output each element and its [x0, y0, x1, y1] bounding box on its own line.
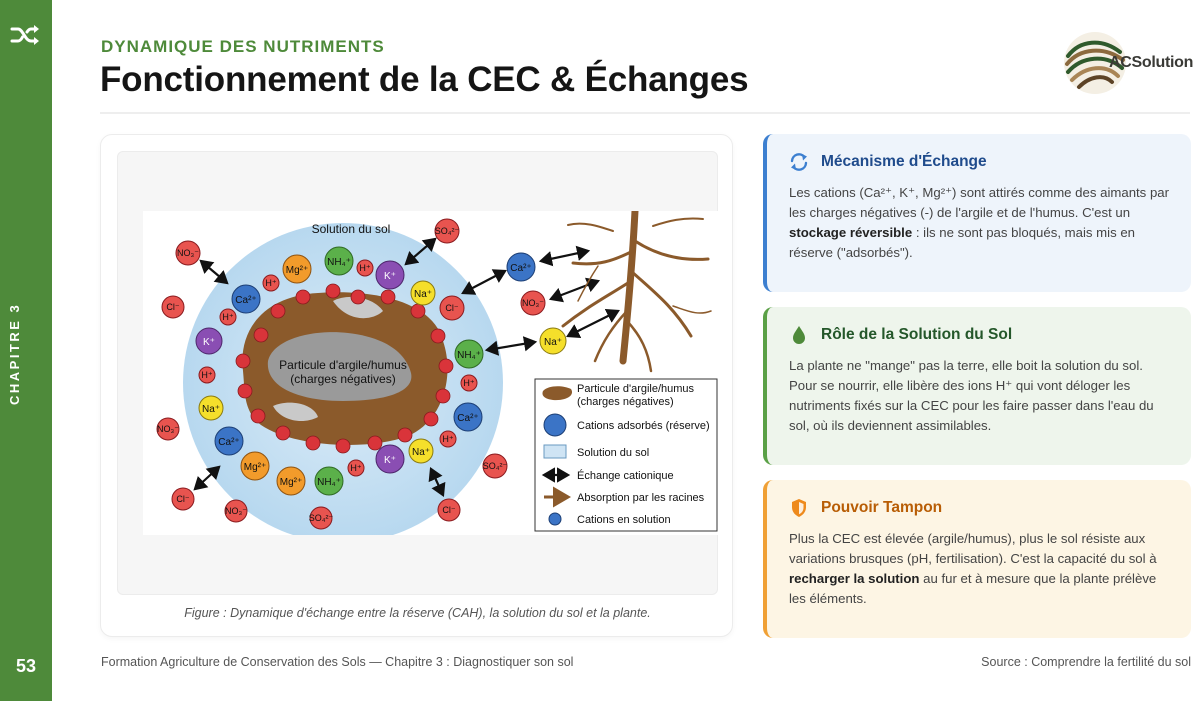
svg-text:Mg²⁺: Mg²⁺: [244, 462, 267, 473]
svg-text:H⁺: H⁺: [463, 378, 474, 388]
chapter-sidebar: CHAPITRE 3 53: [0, 0, 52, 701]
negative-charges: [235, 283, 454, 454]
page-title: Fonctionnement de la CEC & Échanges: [100, 60, 749, 99]
svg-text:NO₃⁻: NO₃⁻: [177, 248, 199, 258]
svg-text:Ca²⁺: Ca²⁺: [510, 263, 531, 274]
cec-exchange-diagram: Solution du sol Particule d'argile/humus…: [143, 211, 723, 535]
chapter-label: CHAPITRE 3: [7, 302, 22, 405]
svg-text:Mg²⁺: Mg²⁺: [286, 265, 309, 276]
highlight: recharger la solution: [789, 571, 920, 586]
card-buffer-capacity: Pouvoir Tampon Plus la CEC est élevée (a…: [763, 480, 1191, 638]
card-text: Les cations (Ca²⁺, K⁺, Mg²⁺) sont attiré…: [789, 185, 1170, 260]
particle-label-1: Particule d'argile/humus: [279, 358, 407, 372]
logo-text: ACSolution: [1109, 54, 1194, 71]
svg-text:H⁺: H⁺: [350, 463, 361, 473]
legend-adsorbed: Cations adsorbés (réserve): [577, 420, 710, 432]
svg-text:Mg²⁺: Mg²⁺: [280, 477, 303, 488]
svg-text:H⁺: H⁺: [359, 263, 370, 273]
adsorbed-cations: Ca²⁺ Mg²⁺ NH₄⁺ K⁺ Na⁺ K⁺ Na⁺ Ca²⁺ Mg²⁺ M…: [195, 246, 484, 496]
card-title: Rôle de la Solution du Sol: [821, 326, 1013, 343]
svg-text:Ca²⁺: Ca²⁺: [235, 295, 256, 306]
svg-text:H⁺: H⁺: [201, 370, 212, 380]
section-kicker: DYNAMIQUE DES NUTRIMENTS: [101, 37, 385, 56]
figure-caption: Figure : Dynamique d'échange entre la ré…: [184, 606, 651, 620]
figure-frame: Solution du sol Particule d'argile/humus…: [117, 151, 723, 595]
svg-text:SO₄²⁻: SO₄²⁻: [309, 513, 334, 523]
legend-roots: Absorption par les racines: [577, 492, 705, 504]
particle-core: [267, 332, 412, 401]
legend-free-cations: Cations en solution: [577, 514, 671, 526]
svg-text:NH₄⁺: NH₄⁺: [327, 257, 351, 268]
svg-text:Cl⁻: Cl⁻: [166, 302, 179, 312]
acsolution-logo: ACSolution: [1062, 30, 1194, 96]
svg-text:SO₄²⁻: SO₄²⁻: [483, 461, 508, 471]
svg-text:K⁺: K⁺: [384, 271, 396, 282]
svg-text:NO₃⁻: NO₃⁻: [157, 424, 179, 434]
footer-course: Formation Agriculture de Conservation de…: [101, 655, 574, 669]
svg-text:NO₃⁻: NO₃⁻: [225, 506, 247, 516]
legend-exchange: Échange cationique: [577, 469, 674, 482]
svg-text:H⁺: H⁺: [222, 312, 233, 322]
free-cations: Ca²⁺ Na⁺: [506, 252, 567, 355]
shield-icon: [792, 499, 806, 517]
droplet-icon: [793, 326, 805, 344]
shuffle-icon[interactable]: [10, 24, 40, 46]
diagram-legend: Particule d'argile/humus (charges négati…: [534, 378, 718, 532]
svg-text:K⁺: K⁺: [203, 337, 215, 348]
svg-text:K⁺: K⁺: [384, 455, 396, 466]
svg-text:Na⁺: Na⁺: [202, 404, 220, 415]
card-text: Plus la CEC est élevée (argile/humus), p…: [789, 531, 1157, 606]
legend-particle-note: (charges négatives): [577, 396, 674, 408]
svg-text:Ca²⁺: Ca²⁺: [218, 437, 239, 448]
svg-text:Ca²⁺: Ca²⁺: [457, 413, 478, 424]
svg-text:NO₃⁻: NO₃⁻: [522, 298, 544, 308]
card-exchange-mechanism: Mécanisme d'Échange Les cations (Ca²⁺, K…: [763, 134, 1191, 292]
svg-text:Cl⁻: Cl⁻: [176, 494, 189, 504]
sync-icon: [790, 153, 808, 171]
svg-text:Na⁺: Na⁺: [412, 447, 430, 458]
svg-text:Cl⁻: Cl⁻: [442, 505, 455, 515]
footer-source: Source : Comprendre la fertilité du sol: [981, 655, 1191, 669]
plant-roots: [561, 211, 712, 373]
card-text: La plante ne "mange" pas la terre, elle …: [789, 358, 1154, 433]
logo-swirl-icon: [1064, 32, 1126, 94]
highlight: stockage réversible: [789, 225, 913, 240]
soil-solution-label: Solution du sol: [312, 222, 391, 236]
svg-text:H⁺: H⁺: [442, 434, 453, 444]
exchange-arrows: [193, 237, 620, 497]
card-title: Pouvoir Tampon: [821, 499, 943, 516]
svg-text:NH₄⁺: NH₄⁺: [457, 350, 481, 361]
svg-text:Na⁺: Na⁺: [544, 337, 562, 348]
solution-ions: NO₃⁻ Cl⁻ NO₃⁻ Cl⁻ NO₃⁻ SO₄²⁻ SO₄²⁻ Cl⁻ C…: [156, 218, 546, 530]
svg-text:NH₄⁺: NH₄⁺: [317, 477, 341, 488]
header-divider: [100, 112, 1190, 114]
legend-solution: Solution du sol: [577, 447, 649, 459]
svg-text:Na⁺: Na⁺: [414, 289, 432, 300]
svg-text:SO₄²⁻: SO₄²⁻: [435, 226, 460, 236]
card-title: Mécanisme d'Échange: [821, 153, 987, 170]
svg-text:H⁺: H⁺: [265, 278, 276, 288]
figure-card: Solution du sol Particule d'argile/humus…: [100, 134, 733, 637]
page-number: 53: [15, 656, 37, 676]
svg-text:Cl⁻: Cl⁻: [445, 303, 458, 313]
legend-particle: Particule d'argile/humus: [577, 383, 695, 395]
card-soil-solution: Rôle de la Solution du Sol La plante ne …: [763, 307, 1191, 465]
particle-label-2: (charges négatives): [290, 372, 395, 386]
